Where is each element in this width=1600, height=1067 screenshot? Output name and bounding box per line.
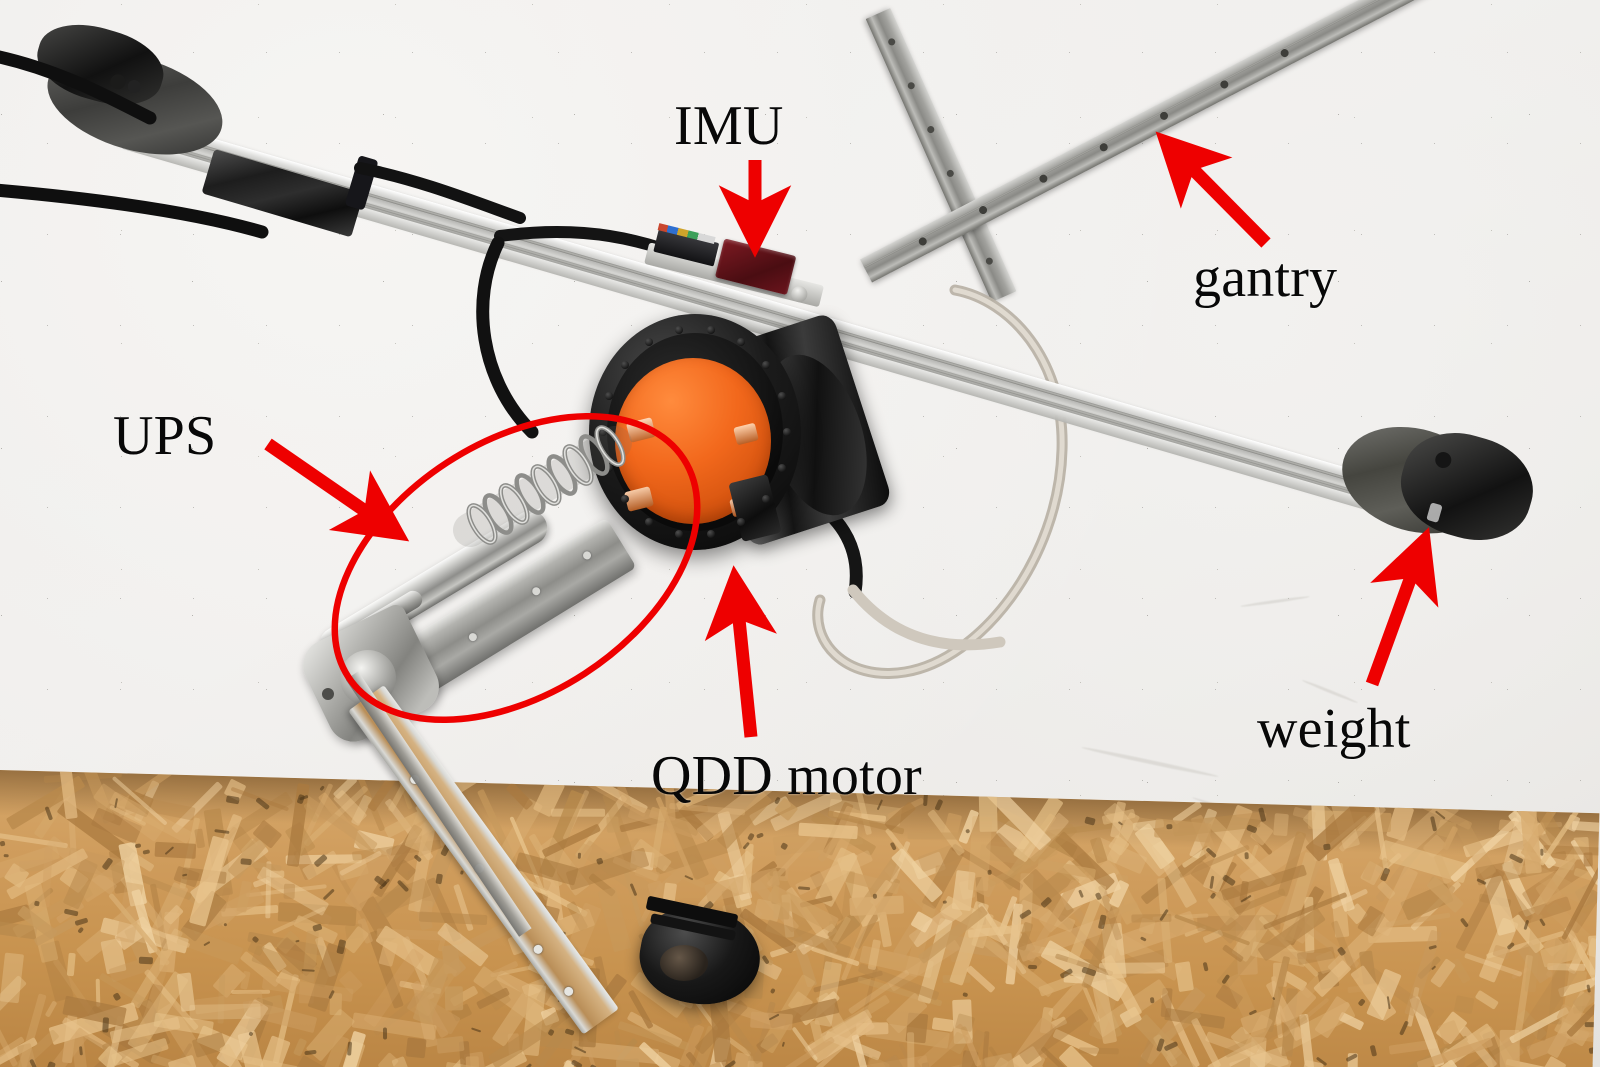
qdd-motor-bolt-holes — [589, 314, 801, 550]
label-gantry: gantry — [1193, 247, 1338, 309]
knee-bolt — [322, 688, 334, 700]
osb-floor — [0, 770, 1600, 1067]
label-qdd-motor: QDD motor — [651, 745, 922, 807]
imu-sensor-module — [714, 238, 797, 296]
label-ups: UPS — [113, 405, 217, 467]
label-imu: IMU — [674, 95, 784, 157]
foot-opening — [660, 945, 708, 981]
label-weight: weight — [1257, 698, 1411, 760]
